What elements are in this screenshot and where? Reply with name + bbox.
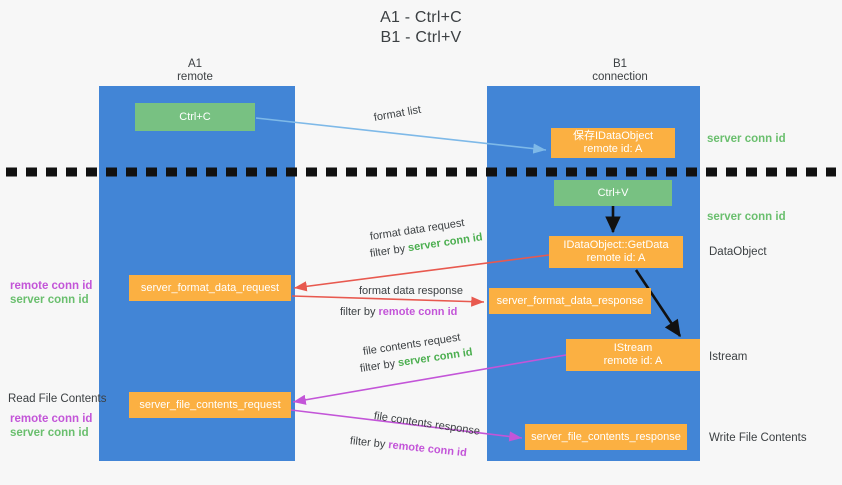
node-ctrl-c-label: Ctrl+C: [179, 110, 211, 123]
node-server-format-data-response-label: server_format_data_response: [496, 294, 644, 307]
filter-prefix: filter by: [359, 357, 399, 375]
edge-label-format-list: format list: [372, 103, 423, 124]
filter-prefix: filter by: [369, 242, 409, 260]
note-server-conn-id-lower: server conn id: [10, 427, 89, 439]
note-server-conn-id-top-text: server conn id: [707, 133, 786, 145]
node-server-file-contents-request[interactable]: server_file_contents_request: [129, 392, 291, 418]
column-header-b1-name: B1: [612, 58, 628, 70]
column-header-a1: A1 remote: [95, 58, 295, 84]
node-server-format-data-response[interactable]: server_format_data_response: [489, 288, 651, 314]
note-conn-ids-upper: remote conn id server conn id: [10, 279, 92, 307]
diagram-title: A1 - Ctrl+C B1 - Ctrl+V: [0, 8, 842, 48]
node-istream[interactable]: IStream remote id: A: [566, 339, 700, 371]
title-line-1: A1 - Ctrl+C: [380, 9, 462, 26]
node-save-idataobject-title: 保存IDataObject: [572, 130, 654, 142]
node-save-idataobject-id: remote id: A: [583, 143, 643, 155]
column-header-a1-name: A1: [187, 58, 203, 70]
node-idataobject-getdata[interactable]: IDataObject::GetData remote id: A: [549, 236, 683, 268]
filter-prefix: filter by: [349, 435, 389, 451]
note-write-file-contents: Write File Contents: [709, 432, 807, 444]
note-server-conn-id-top: server conn id: [707, 132, 786, 146]
note-remote-conn-id-lower: remote conn id: [10, 413, 93, 425]
note-istream: Istream: [709, 351, 748, 363]
node-getdata-id: remote id: A: [586, 252, 646, 264]
column-header-b1-role: connection: [592, 71, 648, 83]
title-line-2: B1 - Ctrl+V: [380, 29, 462, 46]
column-header-b1: B1 connection: [520, 58, 720, 84]
node-ctrl-c[interactable]: Ctrl+C: [135, 103, 255, 131]
node-istream-id: remote id: A: [603, 355, 663, 367]
node-server-file-contents-response-label: server_file_contents_response: [531, 430, 681, 443]
note-conn-ids-lower: remote conn id server conn id: [10, 412, 92, 440]
note-server-conn-id-upper: server conn id: [10, 294, 89, 306]
note-dataobject: DataObject: [709, 246, 767, 258]
edge-label-format-data-response-filter: filter by remote conn id: [340, 305, 457, 319]
edge-label-format-data-response: format data response: [359, 285, 463, 297]
node-server-format-data-request[interactable]: server_format_data_request: [129, 275, 291, 301]
node-save-idataobject[interactable]: 保存IDataObject remote id: A: [551, 128, 675, 158]
node-ctrl-v-label: Ctrl+V: [597, 186, 629, 199]
node-istream-title: IStream: [613, 342, 653, 354]
edge-label-file-contents-response: file contents response: [373, 410, 481, 438]
node-server-format-data-request-label: server_format_data_request: [140, 281, 280, 294]
node-server-file-contents-response[interactable]: server_file_contents_response: [525, 424, 687, 450]
filter-value-remote-conn-id: remote conn id: [387, 439, 468, 460]
node-getdata-title: IDataObject::GetData: [563, 239, 669, 251]
node-ctrl-v[interactable]: Ctrl+V: [554, 180, 672, 206]
filter-value-remote-conn-id: remote conn id: [378, 306, 458, 318]
note-server-conn-id-mid: server conn id: [707, 210, 786, 224]
filter-prefix: filter by: [340, 306, 379, 318]
node-server-file-contents-request-label: server_file_contents_request: [139, 398, 281, 411]
note-read-file-contents: Read File Contents: [8, 393, 107, 405]
edge-label-file-contents-response-filter: filter by remote conn id: [349, 434, 467, 460]
note-remote-conn-id-upper: remote conn id: [10, 280, 93, 292]
column-header-a1-role: remote: [177, 71, 213, 83]
note-server-conn-id-mid-text: server conn id: [707, 211, 786, 223]
